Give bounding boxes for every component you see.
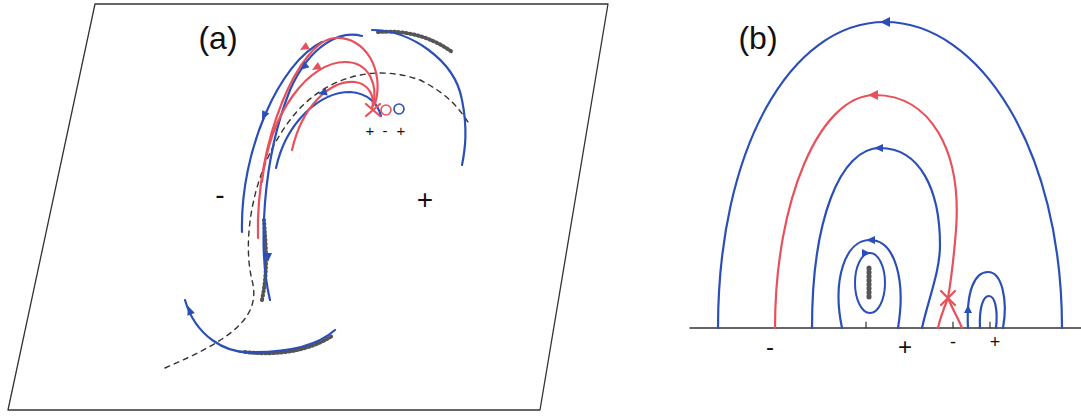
polarity-sign: + bbox=[366, 123, 375, 138]
photosphere-plane bbox=[8, 4, 608, 410]
polarity-sign: + bbox=[397, 123, 406, 138]
field-line bbox=[372, 30, 465, 165]
tick-mark bbox=[866, 322, 990, 328]
neutral-line bbox=[165, 73, 470, 368]
arrowhead bbox=[310, 62, 322, 73]
field-line bbox=[185, 300, 335, 352]
polarity-sign: + bbox=[898, 335, 912, 359]
photosphere-line bbox=[690, 327, 1081, 329]
arrowhead bbox=[258, 110, 269, 122]
reconnected-line bbox=[292, 82, 373, 150]
small-loop bbox=[394, 104, 404, 114]
arrowhead bbox=[298, 42, 310, 53]
x-point bbox=[941, 291, 955, 305]
arrowhead bbox=[297, 61, 309, 73]
field-line bbox=[839, 240, 901, 328]
arrowhead bbox=[866, 236, 875, 244]
reconnected-line bbox=[258, 38, 378, 238]
polarity-sign: - bbox=[215, 181, 224, 209]
field-line bbox=[242, 42, 322, 232]
field-line bbox=[718, 22, 1062, 328]
reconnected-line bbox=[262, 62, 374, 182]
arrowhead bbox=[184, 305, 195, 316]
small-loop bbox=[381, 105, 391, 115]
panel-label: (a) bbox=[198, 22, 237, 54]
polarity-sign: + bbox=[417, 186, 433, 214]
arrowhead bbox=[264, 253, 272, 262]
polarity-sign: - bbox=[383, 123, 388, 138]
filament-stipple bbox=[867, 268, 872, 298]
x-point bbox=[366, 104, 380, 116]
panel-label: (b) bbox=[738, 22, 777, 54]
arrowhead bbox=[862, 249, 870, 257]
polarity-sign: - bbox=[766, 335, 774, 359]
field-line bbox=[968, 272, 1005, 328]
polarity-sign: - bbox=[950, 333, 956, 351]
polarity-sign: + bbox=[990, 333, 1001, 351]
arrowhead bbox=[317, 88, 328, 98]
arrowhead bbox=[868, 90, 878, 100]
field-line bbox=[980, 296, 997, 328]
arrowhead bbox=[880, 17, 890, 27]
flux-rope bbox=[855, 253, 885, 313]
field-line bbox=[812, 148, 940, 328]
reconnected-line bbox=[775, 95, 957, 328]
field-line bbox=[276, 92, 381, 168]
arrowhead bbox=[964, 305, 972, 313]
arrowhead bbox=[874, 144, 883, 152]
reconnected-line bbox=[938, 298, 962, 328]
